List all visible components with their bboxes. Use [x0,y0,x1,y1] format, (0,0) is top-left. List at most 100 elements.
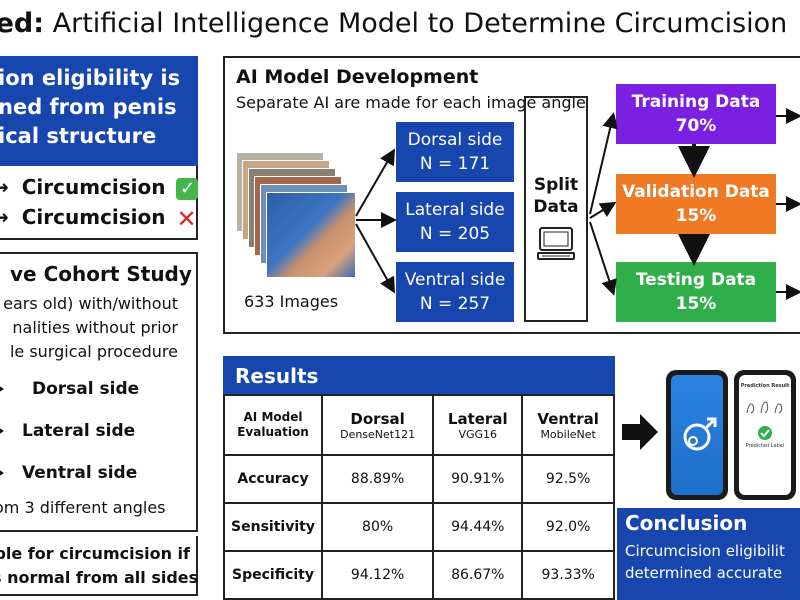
side-row-lateral: Lateral side [0,410,196,452]
lateral-side-box: Lateral side N = 205 [396,192,514,252]
results-header: Results [223,356,615,394]
dataset-name: Validation Data [622,182,770,202]
eligibility-outcomes: → Circumcision ✓ → Circumcision ✕ [0,166,199,240]
side-label: Ventral side [22,463,138,483]
value-cell: 93.33% [521,550,615,600]
side-label: Lateral side [22,421,136,441]
dataset-name: Training Data [631,92,761,112]
outcome-label: Circumcision [21,205,166,229]
split-line-1: Split [533,175,579,195]
side-count: N = 257 [419,294,491,314]
outcome-eligible: → Circumcision ✓ [0,172,199,202]
dataset-pct: 70% [675,116,717,136]
split-data-box: Split Data [524,96,588,322]
outcome-not-eligible: → Circumcision ✕ [0,202,197,233]
eval-head-line-1: AI Model [243,410,303,424]
banner-line-1: ion eligibility is [0,66,181,90]
banner-line-2: ned from penis [0,95,177,119]
side-label: Dorsal side [32,379,140,399]
col-name: Ventral [537,409,599,428]
conclusion-body: Circumcision eligibilit determined accur… [617,538,800,600]
value-cell: 94.12% [320,550,435,600]
image-stack [236,152,356,282]
check-circle-icon [758,426,772,440]
triangle-right-icon [0,381,4,397]
side-name: Ventral side [404,270,506,290]
split-label: Split Data [526,174,586,218]
value-cell: 92.0% [521,502,615,552]
rule-line-2: s normal from all sides [0,568,199,587]
side-row-ventral: Ventral side [0,452,196,494]
dev-title: AI Model Development [236,66,479,88]
table-row: Specificity 94.12% 86.67% 93.33% [223,550,615,600]
col-name: Dorsal [350,409,405,428]
side-count: N = 205 [419,224,491,244]
dorsal-side-box: Dorsal side N = 171 [396,122,514,182]
ai-model-development-panel [223,56,800,334]
images-count: 633 Images [244,292,339,311]
big-arrow-to-app [622,414,658,450]
prediction-title: Prediction Result [740,383,790,389]
anatomy-sketch-icon [746,401,783,414]
cohort-line-1: ears old) with/without [3,294,178,313]
arrow-to-testing [589,221,617,296]
conclusion-header: Conclusion [617,508,800,538]
cohort-line-2: nalities without prior [12,318,178,337]
dataset-pct: 15% [675,206,717,226]
testing-data-box: Testing Data 15% [616,262,776,322]
phone-prediction-screen: Prediction Result Predicted Label [734,370,796,500]
value-cell: 92.5% [521,454,615,504]
banner-line-3: ical structure [0,124,157,148]
value-cell: 88.89% [320,454,435,504]
col-model: VGG16 [458,427,498,441]
computer-icon [537,227,575,260]
value-cell: 90.91% [432,454,524,504]
image-card [266,192,356,278]
arrow-to-validation [589,201,617,219]
side-name: Lateral side [405,200,505,220]
gender-symbol-icon [683,417,717,451]
side-name: Dorsal side [407,130,503,150]
cross-icon: ✕ [176,204,197,233]
value-cell: 86.67% [432,550,524,600]
arrow-icon: → [0,205,9,229]
cohort-title: ve Cohort Study [10,262,192,286]
side-count: N = 171 [419,154,491,174]
split-line-2: Data [533,197,579,217]
page-title: ved: Artificial Intelligence Model to De… [0,8,800,52]
rule-line-1: ble for circumcision if [0,544,190,563]
training-data-box: Training Data 70% [616,84,776,144]
phone-screen [671,375,723,495]
col-model: MobileNet [540,427,596,441]
arrow-icon: → [0,175,9,199]
dataset-name: Testing Data [635,270,757,290]
phone-app-icon-screen [666,370,728,500]
validation-data-box: Validation Data 15% [616,174,776,234]
check-icon: ✓ [176,177,199,200]
ventral-side-box: Ventral side N = 257 [396,262,514,322]
dev-subtitle: Separate AI are made for each image angl… [236,93,586,112]
arrow-to-ventral [355,223,395,294]
col-name: Lateral [447,409,508,428]
value-cell: 94.44% [432,502,524,552]
cohort-line-3: le surgical procedure [9,342,178,361]
col-model: DenseNet121 [340,427,416,441]
value-cell: 80% [320,502,435,552]
title-bold: ved: [0,8,45,39]
table-row: Sensitivity 80% 94.44% 92.0% [223,502,615,552]
cohort-study-panel: ve Cohort Study ears old) with/without n… [0,252,198,532]
title-rest: Artificial Intelligence Model to Determi… [44,8,788,39]
metric-cell: Accuracy [223,454,323,504]
arrow-to-training [589,112,619,215]
dataset-pct: 15% [675,294,717,314]
metric-cell: Specificity [223,550,323,600]
triangle-right-icon [0,465,4,481]
conclusion-line-1: Circumcision eligibilit [625,542,785,560]
conclusion-line-2: determined accurate [625,564,783,582]
